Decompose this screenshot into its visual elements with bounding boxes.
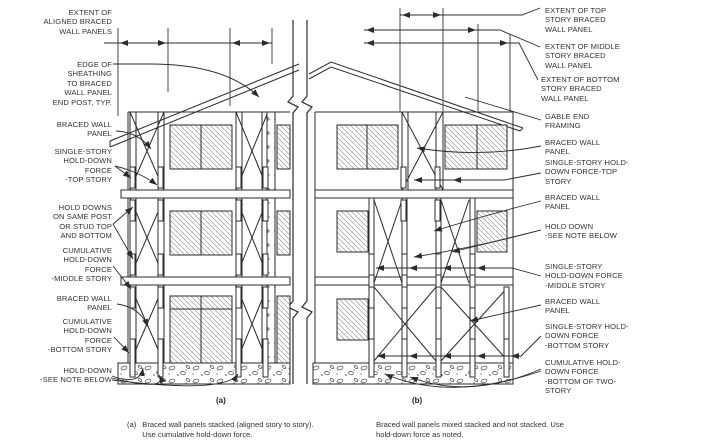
leader-lines-right — [376, 96, 542, 388]
label-edge-of-sheathing: EDGE OF SHEATHING TO BRACED WALL PANEL E… — [52, 60, 112, 107]
label-hold-downs-same-post: HOLD DOWNS ON SAME POST OR STUD TOP AND … — [52, 203, 112, 241]
building-b — [308, 61, 524, 385]
floor-band-b2 — [314, 276, 514, 286]
sheathing-edge-strips-a — [266, 111, 291, 364]
label-extent-top-story: EXTENT OF TOP STORY BRACED WALL PANEL — [545, 6, 607, 34]
label-single-story-top-b: SINGLE-STORY HOLD- DOWN FORCE-TOP STORY — [545, 158, 629, 186]
label-braced-wall-panel-b3: BRACED WALL PANEL — [545, 297, 601, 316]
caption-a-prefix: (a) — [127, 420, 137, 429]
hold-downs-b — [368, 166, 510, 378]
roof-a — [109, 63, 300, 148]
label-single-story-middle-b: SINGLE-STORY HOLD-DOWN FORCE -MIDDLE STO… — [545, 262, 623, 290]
building-a — [109, 63, 300, 385]
subfigure-tag-b: (b) — [412, 396, 423, 405]
two-story-panels-b — [336, 197, 510, 364]
label-braced-wall-panel-b1: BRACED WALL PANEL — [545, 138, 601, 157]
label-single-story-bottom-b: SINGLE-STORY HOLD- DOWN FORCE -BOTTOM ST… — [545, 322, 629, 350]
label-extent-middle-story: EXTENT OF MIDDLE STORY BRACED WALL PANEL — [545, 42, 620, 70]
label-extent-aligned: EXTENT OF ALIGNED BRACED WALL PANELS — [43, 8, 112, 36]
caption-a-text: Braced wall panels stacked (aligned stor… — [142, 420, 314, 439]
dimension-lines-b — [364, 7, 541, 112]
label-extent-bottom-story: EXTENT OF BOTTOM STORY BRACED WALL PANEL — [541, 75, 620, 103]
label-braced-wall-panel-top: BRACED WALL PANEL — [56, 120, 112, 139]
label-braced-wall-panel-bot: BRACED WALL PANEL — [56, 294, 112, 313]
break-lines — [287, 20, 313, 384]
openings-a — [169, 124, 233, 364]
floor-band-a2 — [120, 276, 291, 286]
label-cumulative-bottom: CUMULATIVE HOLD-DOWN FORCE -BOTTOM STORY — [47, 317, 112, 355]
label-braced-wall-panel-b2: BRACED WALL PANEL — [545, 193, 601, 212]
label-hold-down-note: HOLD-DOWN -SEE NOTE BELOW — [40, 366, 112, 385]
caption-b-text: Braced wall panels mixed stacked and not… — [376, 420, 564, 439]
floor-band-b1 — [314, 189, 514, 199]
foundation-b — [312, 362, 514, 385]
label-cumulative-middle: CUMULATIVE HOLD-DOWN FORCE -MIDDLE STORY — [51, 246, 112, 284]
label-hold-down-note-b: HOLD DOWN -SEE NOTE BELOW — [545, 222, 617, 241]
label-gable-end-framing: GABLE END FRAMING — [545, 112, 590, 131]
floor-band-a1 — [120, 189, 291, 199]
label-cumulative-two-story: CUMULATIVE HOLD- DOWN FORCE -BOTTOM OF T… — [545, 358, 621, 396]
roof-b — [308, 61, 524, 132]
caption-a: (a) Braced wall panels stacked (aligned … — [127, 420, 342, 439]
dimension-lines-a — [104, 28, 273, 116]
caption-b: Braced wall panels mixed stacked and not… — [376, 420, 571, 439]
label-single-story-top: SINGLE-STORY HOLD-DOWN FORCE -TOP STORY — [54, 147, 112, 185]
subfigure-tag-a: (a) — [216, 396, 226, 405]
leader-lines-left — [111, 63, 260, 387]
top-story-b — [336, 111, 508, 191]
